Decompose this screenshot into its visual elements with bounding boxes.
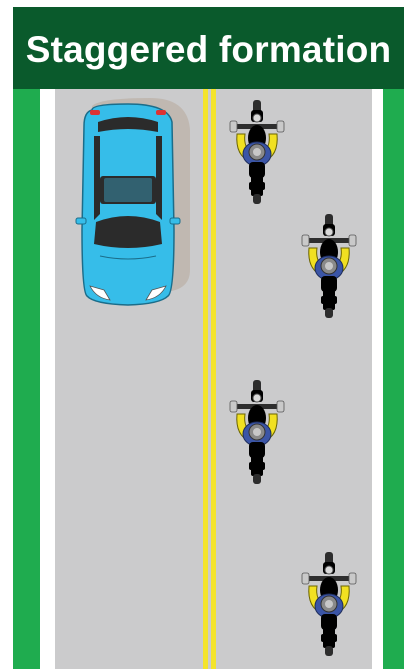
center-line-left	[203, 89, 208, 669]
right-edge-line	[372, 89, 383, 669]
left-grass-verge	[13, 89, 40, 669]
center-line-right	[211, 89, 216, 669]
right-grass-verge	[383, 89, 404, 669]
car-icon	[76, 98, 190, 305]
diagram-title: Staggered formation	[13, 29, 404, 71]
title-banner: Staggered formation	[13, 7, 404, 89]
left-edge-line	[40, 89, 55, 669]
